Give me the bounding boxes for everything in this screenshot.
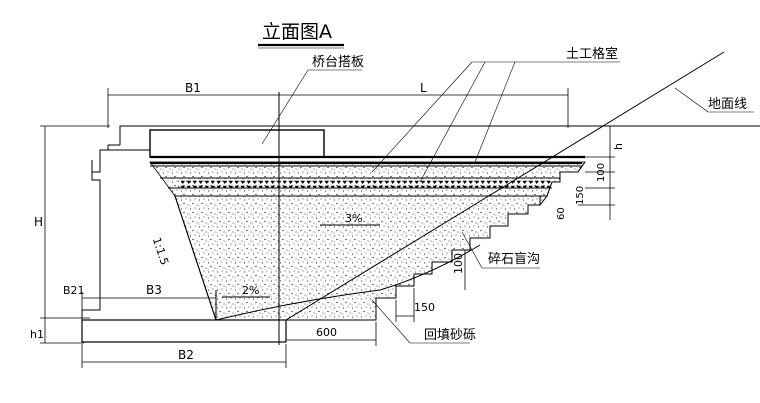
ground-line: [285, 51, 725, 321]
dim-B3: B3: [146, 283, 162, 297]
road-top-line: [119, 125, 760, 145]
foundation: [81, 319, 287, 343]
dim-B1: B1: [185, 81, 201, 95]
slope-3pct: 3%: [345, 212, 362, 225]
stepped-excavation: [375, 161, 586, 320]
dim-h1: h1: [30, 328, 44, 341]
dim-100-step: 100: [452, 253, 465, 274]
slope-2pct: 2%: [242, 284, 259, 297]
dim-B21: B21: [63, 284, 85, 297]
dim-B2: B2: [178, 348, 194, 362]
dim-h: h: [612, 143, 625, 150]
slope-ratio: 1:1.5: [150, 236, 171, 267]
dim-600: 600: [316, 326, 337, 339]
approach-slab: [149, 129, 325, 158]
label-ground-line: 地面线: [708, 97, 747, 112]
dim-H: H: [34, 215, 43, 229]
dim-60: 60: [556, 207, 567, 220]
drawing-title: 立面图A: [262, 21, 332, 43]
gravel-band: [178, 178, 550, 188]
wall-slope-line: [174, 195, 217, 321]
label-geocell: 土工格室: [566, 46, 618, 62]
dim-100-top: 100: [596, 163, 607, 182]
label-gravel-drain: 碎石盲沟: [488, 251, 540, 267]
gravel-drain-line: [215, 244, 481, 321]
label-abutment-slab: 桥台搭板: [312, 54, 364, 70]
dim-150-step: 150: [414, 301, 435, 314]
dim-L: L: [420, 81, 427, 95]
dim-150-side: 150: [575, 186, 586, 205]
label-backfill: 回填砂砾: [424, 328, 476, 343]
